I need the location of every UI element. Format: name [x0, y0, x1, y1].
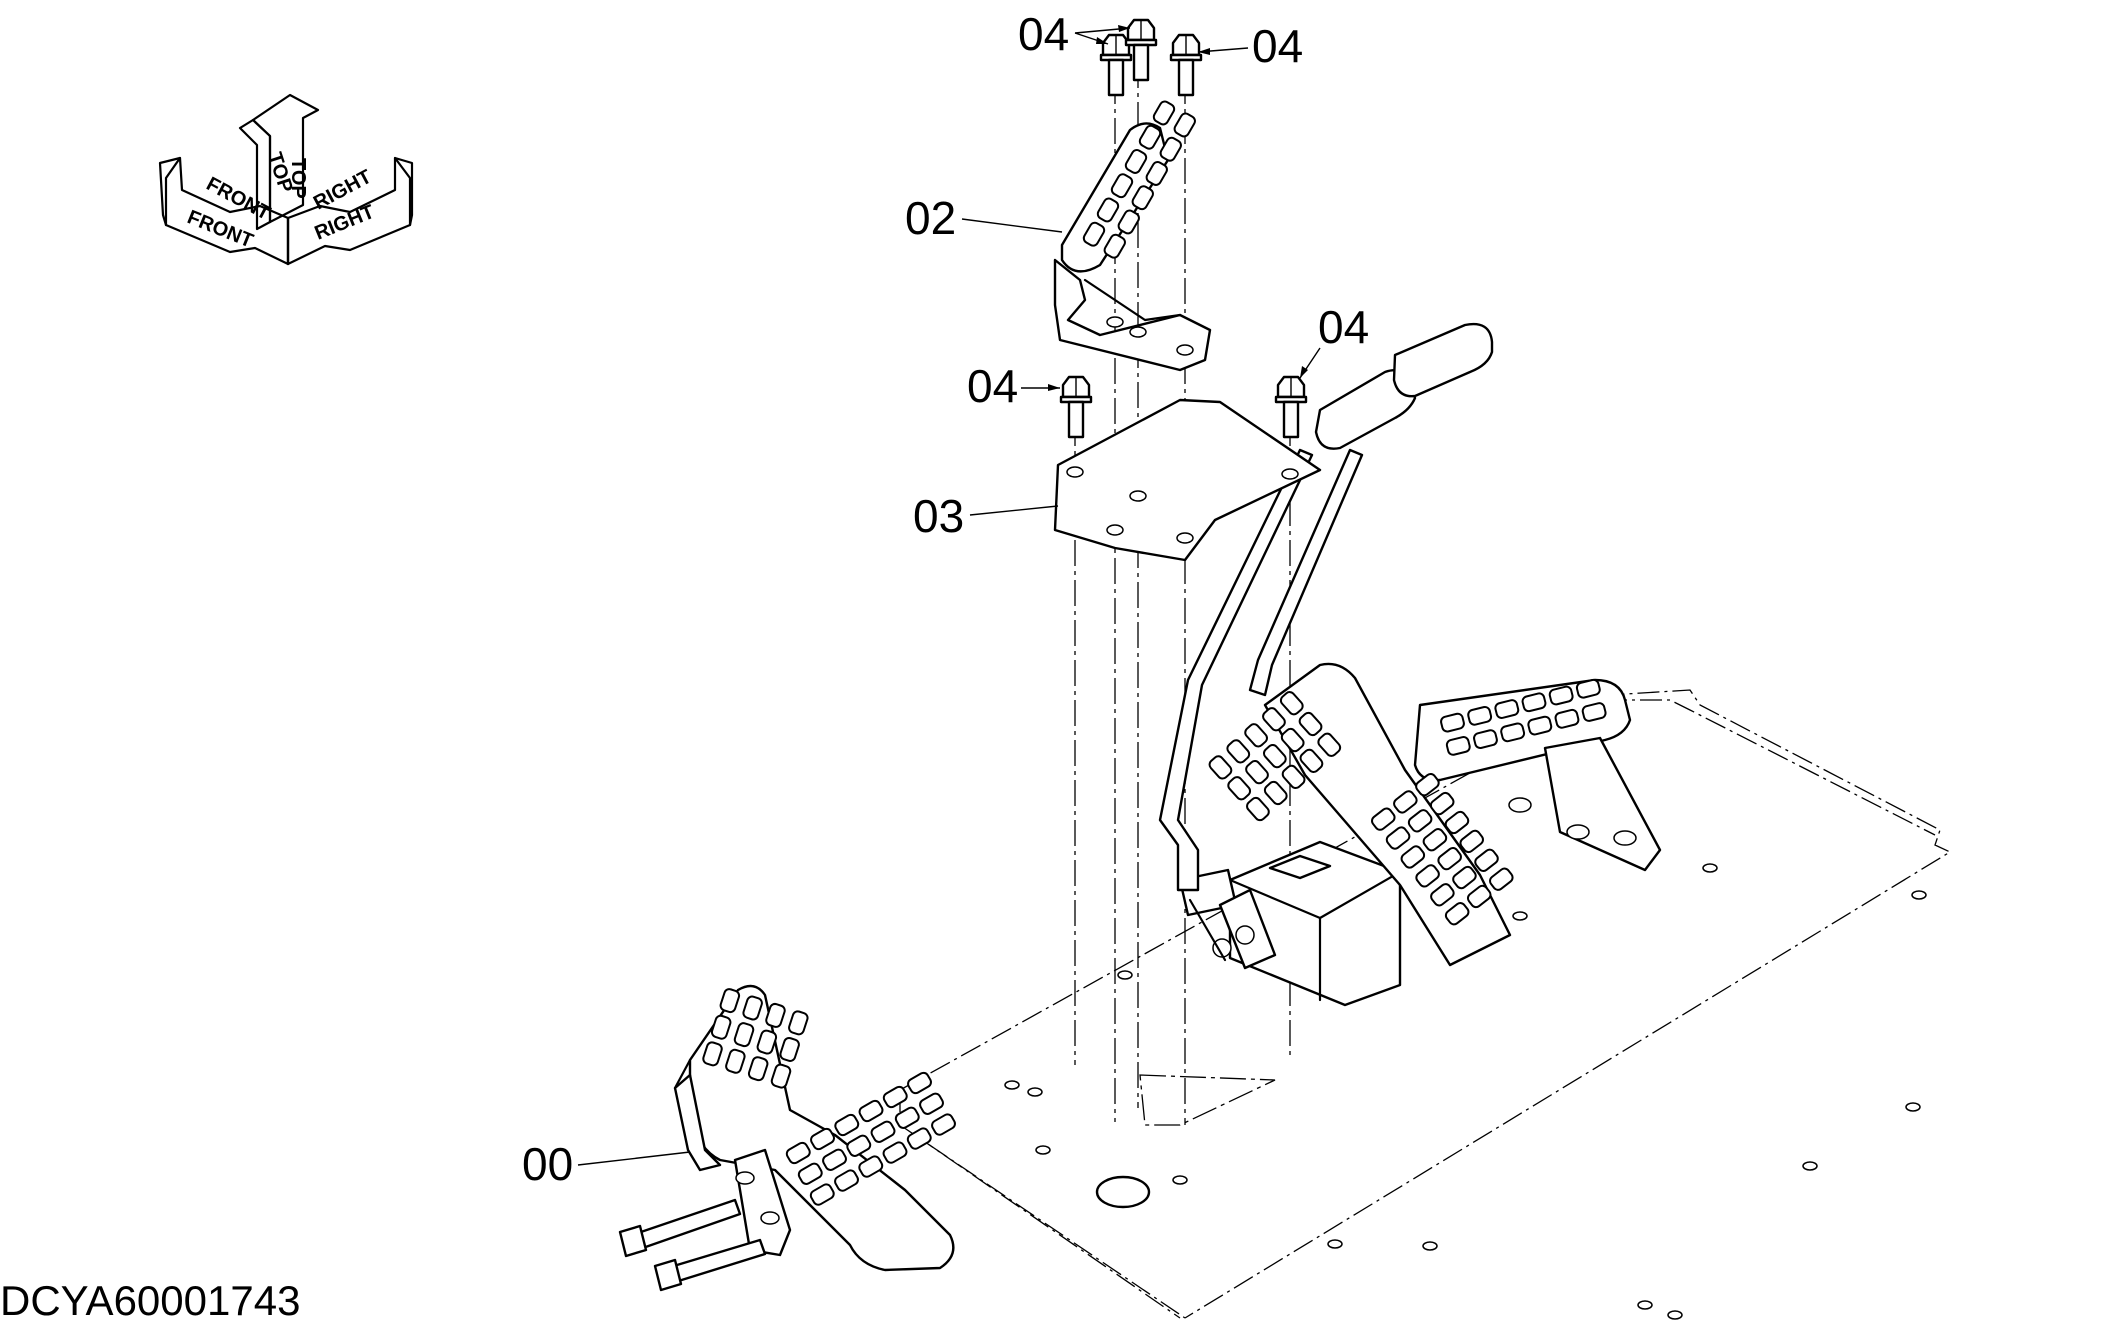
callout-bolt-top-right: 04 [1252, 20, 1303, 72]
callout-labels: 04 04 02 04 04 03 00 [522, 8, 1369, 1190]
lever-grip-right [1392, 322, 1494, 398]
callout-bolt-plate-right: 04 [1318, 301, 1369, 353]
pedal-bolt-lower [653, 1238, 767, 1292]
mount-plate-part-03 [1053, 398, 1322, 562]
pilot-valve-block [1178, 840, 1402, 1007]
callout-mount-plate: 03 [913, 490, 964, 542]
bolt-plate-left [1059, 375, 1093, 439]
pedal-assembly-part-00 [618, 984, 958, 1292]
travel-lever [1158, 322, 1494, 892]
callout-bolt-top-left: 04 [1018, 8, 1069, 60]
floor-hole-plug [1095, 1175, 1151, 1209]
callout-pedal-assembly: 00 [522, 1138, 573, 1190]
bolt-top-b [1124, 18, 1158, 82]
floor-holes [1004, 863, 1927, 1320]
top-arrow-icon [238, 93, 320, 231]
callout-bolt-plate-left: 04 [967, 360, 1018, 412]
drawing-id: DCYA60001743 [0, 1277, 300, 1322]
callout-pedal-bracket: 02 [905, 192, 956, 244]
bolt-top-c [1169, 33, 1203, 97]
right-travel-pedals [1206, 662, 1662, 967]
orientation-indicator: FRONT FRONT TOP TOP RIGHT RIGHT [158, 93, 414, 266]
pedal-bolt-upper [618, 1198, 742, 1258]
callout-leaders [577, 25, 1321, 1166]
pedal-bracket-part-02 [1053, 98, 1212, 372]
top-label: TOP [287, 158, 309, 199]
bolt-plate-right [1274, 375, 1308, 439]
